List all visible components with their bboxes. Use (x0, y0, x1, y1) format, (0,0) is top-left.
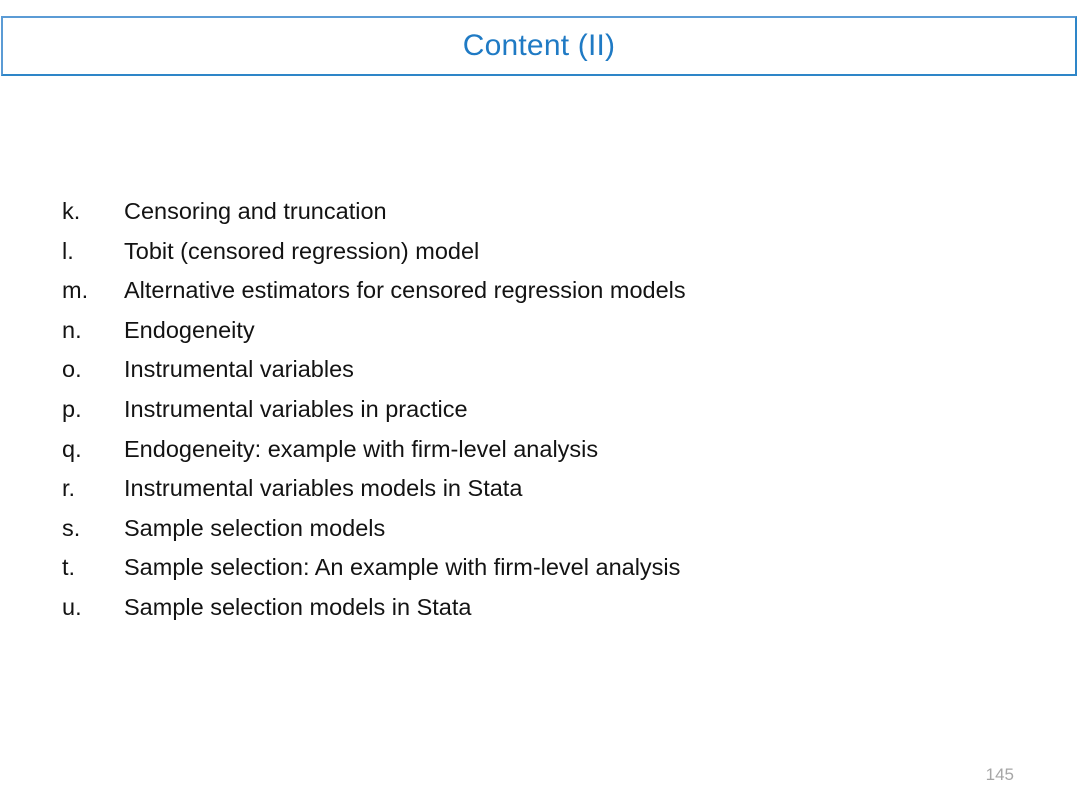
list-item-label: Endogeneity (124, 316, 255, 343)
list-item-label: Instrumental variables in practice (124, 395, 468, 422)
list-item: s. Sample selection models (62, 509, 1022, 549)
list-item-marker: o. (62, 356, 82, 383)
list-item-label: Endogeneity: example with firm-level ana… (124, 435, 599, 462)
list-item-label: Instrumental variables (124, 356, 354, 383)
list-item-marker: p. (62, 395, 82, 422)
list-item: p. Instrumental variables in practice (62, 390, 1022, 430)
list-item-marker: r. (62, 475, 76, 502)
list-item: o. Instrumental variables (62, 350, 1022, 390)
list-item-label: Alternative estimators for censored regr… (124, 277, 686, 304)
list-item: n. Endogeneity (62, 311, 1022, 351)
list-item: q. Endogeneity: example with firm-level … (62, 430, 1022, 470)
list-item-marker: n. (62, 316, 82, 343)
list-item-label: Sample selection models in Stata (124, 593, 472, 620)
slide-title-box: Content (II) (1, 16, 1077, 76)
list-item: m. Alternative estimators for censored r… (62, 271, 1022, 311)
list-item-marker: l. (62, 237, 74, 264)
page-title: Content (II) (462, 29, 616, 62)
list-item-label: Sample selection models (124, 514, 386, 541)
list-item: l. Tobit (censored regression) model (62, 232, 1022, 272)
list-item-marker: s. (62, 514, 81, 541)
list-item-label: Sample selection: An example with firm-l… (124, 554, 681, 581)
list-item-marker: q. (62, 435, 82, 462)
page-number: 145 (985, 765, 1014, 784)
list-item-marker: m. (62, 277, 89, 304)
list-item-marker: k. (62, 198, 81, 224)
list-item: t. Sample selection: An example with fir… (62, 548, 1022, 588)
list-item-marker: t. (62, 554, 76, 581)
list-item-label: Tobit (censored regression) model (124, 237, 480, 264)
list-item: r. Instrumental variables models in Stat… (62, 469, 1022, 509)
list-item-label: Instrumental variables models in Stata (124, 475, 523, 502)
list-item-marker: u. (62, 593, 82, 620)
content-outline-list: k. Censoring and truncation l. Tobit (ce… (62, 192, 1022, 628)
list-item: u. Sample selection models in Stata (62, 588, 1022, 628)
list-item-label: Censoring and truncation (124, 198, 387, 224)
list-item: k. Censoring and truncation (62, 192, 1022, 232)
